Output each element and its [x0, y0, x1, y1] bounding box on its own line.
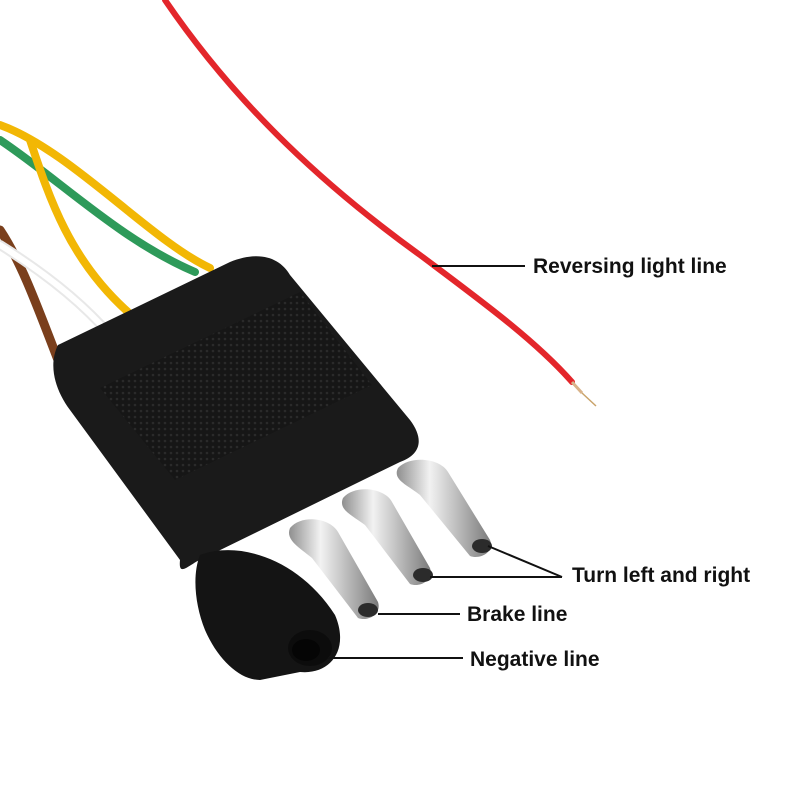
- pin-turn-right: [396, 459, 492, 558]
- pin-brake: [289, 519, 379, 620]
- callout-line-turn-right: [487, 545, 563, 578]
- green-wire: [0, 136, 199, 276]
- callout-lines: [328, 265, 563, 659]
- pin-turn-left: [341, 489, 433, 586]
- trailer-connector: [53, 256, 419, 680]
- label-reversing-light-line: Reversing light line: [533, 255, 727, 278]
- label-negative-line: Negative line: [470, 648, 600, 671]
- white-wire: [0, 240, 115, 340]
- yellow-wire: [0, 121, 214, 316]
- brown-wire: [0, 225, 63, 365]
- label-turn-left-and-right: Turn left and right: [572, 564, 751, 587]
- label-brake-line: Brake line: [467, 603, 568, 626]
- red-wire: [162, 0, 597, 407]
